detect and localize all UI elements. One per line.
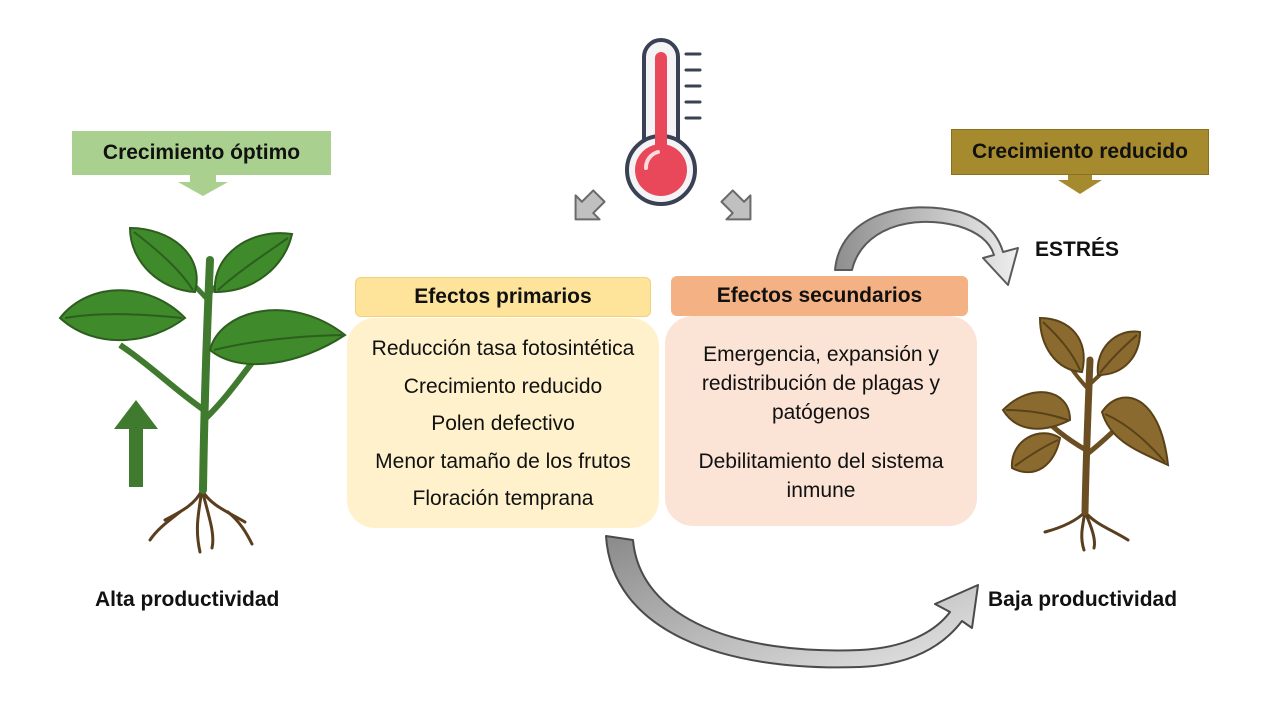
reduced-growth-tag: Crecimiento reducido [951, 129, 1209, 175]
arrow-down-right-icon [720, 189, 752, 221]
healthy-plant-icon [58, 226, 347, 554]
secondary-effects-panel: Emergencia, expansión y redistribución d… [665, 316, 977, 526]
secondary-effects-title: Efectos secundarios [671, 276, 968, 316]
primary-effect-item: Crecimiento reducido [403, 374, 603, 398]
thermometer-icon [625, 38, 702, 206]
stressed-plant-icon [1001, 316, 1170, 552]
primary-effect-item: Reducción tasa fotosintética [371, 337, 635, 360]
primary-effects-title: Efectos primarios [355, 277, 651, 317]
secondary-effect-item: Emergencia, expansión y redistribución d… [701, 343, 941, 424]
curved-arrow-to-low-productivity-icon [605, 535, 979, 669]
primary-effect-item: Floración temprana [412, 487, 594, 510]
high-productivity-caption: Alta productividad [95, 588, 280, 611]
optimal-growth-tag: Crecimiento óptimo [72, 131, 331, 175]
primary-effects-panel: Reducción tasa fotosintética Crecimiento… [347, 318, 659, 528]
arrow-down-left-icon [574, 189, 606, 221]
secondary-effect-item: Debilitamiento del sistema inmune [698, 450, 944, 502]
primary-effect-item: Polen defectivo [431, 412, 575, 435]
green-tag-pointer [178, 175, 228, 196]
low-productivity-caption: Baja productividad [988, 588, 1178, 611]
stress-label: ESTRÉS [1035, 238, 1120, 261]
curved-arrow-to-stress-icon [834, 206, 1019, 286]
primary-effect-item: Menor tamaño de los frutos [375, 449, 631, 473]
brown-tag-pointer [1058, 175, 1102, 194]
growth-up-arrow-icon [114, 400, 158, 487]
